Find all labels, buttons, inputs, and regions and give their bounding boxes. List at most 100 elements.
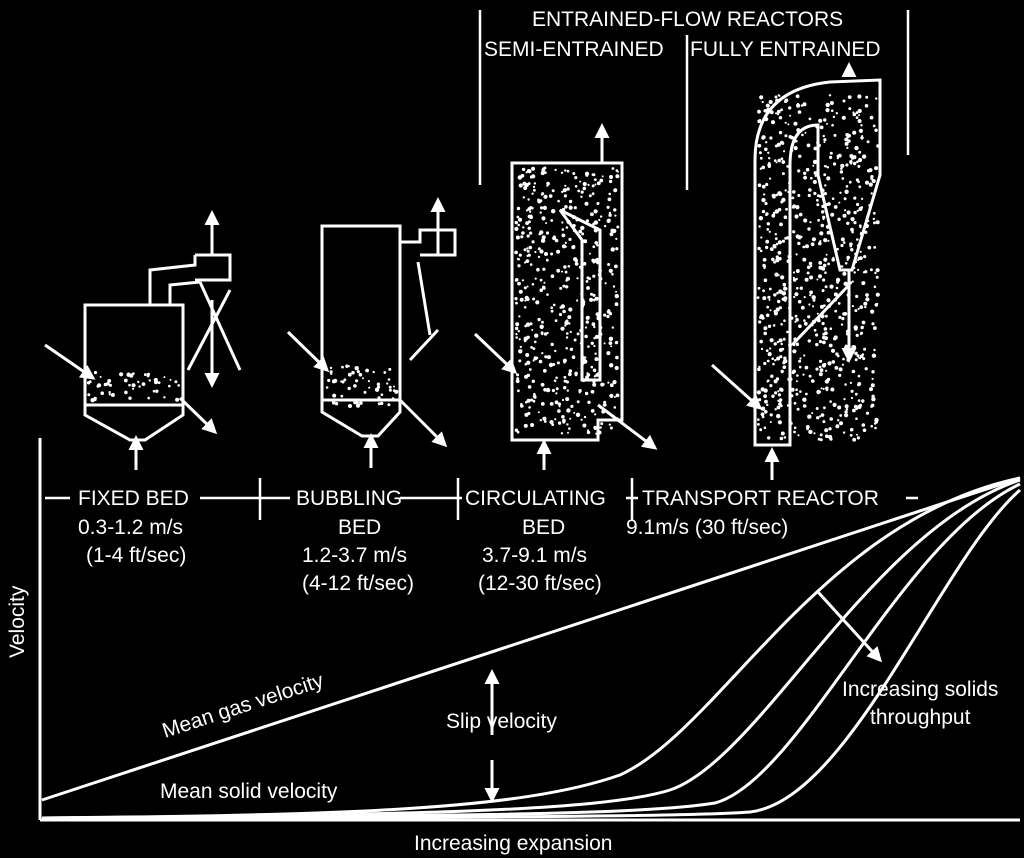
particle-dot: [777, 299, 781, 304]
particle-dot: [567, 431, 569, 434]
particle-dot: [865, 95, 869, 99]
particle-dot: [856, 209, 859, 212]
particle-dot: [866, 140, 870, 144]
particle-dot: [576, 400, 580, 404]
particle-dot: [854, 351, 858, 356]
particle-dot: [587, 400, 591, 404]
particle-dot: [855, 333, 859, 337]
circulating-bed-particles: [514, 166, 620, 435]
solid-velocity-curve-4: [41, 488, 1021, 820]
particle-dot: [802, 257, 807, 262]
particle-dot: [858, 150, 862, 154]
particle-dot: [542, 267, 546, 271]
particle-dot: [546, 293, 549, 296]
particle-dot: [766, 380, 769, 383]
particle-dot: [601, 409, 606, 414]
particle-dot: [811, 412, 814, 415]
particle-dot: [825, 434, 829, 439]
particle-dot: [582, 362, 585, 365]
particle-dot: [325, 386, 329, 389]
particle-dot: [571, 355, 576, 360]
particle-dot: [582, 186, 587, 191]
particle-dot: [775, 255, 779, 259]
particle-dot: [776, 356, 781, 361]
particle-dot: [861, 320, 866, 325]
particle-dot: [585, 219, 590, 223]
particle-dot: [345, 364, 349, 368]
particle-dot: [535, 300, 540, 305]
particle-dot: [548, 194, 553, 198]
particle-dot: [867, 245, 872, 250]
particle-dot: [598, 325, 603, 330]
particle-dot: [783, 436, 787, 439]
particle-dot: [525, 353, 530, 357]
particle-dot: [850, 248, 854, 252]
particle-dot: [827, 202, 831, 206]
particle-dot: [854, 392, 858, 396]
fixed-bed-speed: 0.3-1.2 m/s: [78, 516, 183, 539]
particle-dot: [797, 169, 801, 173]
particle-dot: [821, 321, 825, 326]
particle-dot: [796, 286, 799, 290]
particle-dot: [572, 245, 576, 248]
particle-dot: [807, 193, 811, 198]
particle-dot: [813, 191, 817, 196]
particle-dot: [599, 426, 602, 429]
particle-dot: [566, 219, 571, 224]
particle-dot: [830, 109, 834, 112]
particle-dot: [803, 319, 806, 322]
particle-dot: [774, 209, 780, 214]
particle-dot: [795, 205, 800, 210]
particle-dot: [789, 114, 792, 117]
particle-dot: [806, 143, 811, 148]
particle-dot: [798, 324, 802, 329]
particle-dot: [579, 328, 583, 333]
particle-dot: [582, 357, 586, 361]
particle-dot: [776, 405, 781, 410]
particle-dot: [387, 403, 391, 407]
particle-dot: [828, 427, 832, 431]
particle-dot: [516, 373, 520, 377]
particle-dot: [773, 311, 779, 316]
particle-dot: [528, 406, 531, 409]
particle-dot: [543, 420, 547, 423]
particle-dot: [578, 234, 581, 238]
particle-dot: [874, 426, 877, 430]
particle-dot: [595, 312, 600, 317]
particle-dot: [830, 387, 835, 392]
particle-dot: [568, 369, 573, 373]
particle-dot: [795, 253, 798, 256]
particle-dot: [826, 176, 831, 181]
particle-dot: [614, 365, 619, 371]
particle-dot: [836, 280, 840, 284]
particle-dot: [590, 409, 595, 413]
particle-dot: [844, 262, 848, 265]
particle-dot: [541, 192, 545, 196]
particle-dot: [785, 236, 790, 240]
particle-dot: [591, 258, 595, 263]
particle-dot: [569, 330, 572, 334]
particle-dot: [821, 289, 825, 292]
particle-dot: [843, 312, 848, 316]
particle-dot: [834, 366, 839, 370]
particle-dot: [813, 146, 818, 151]
particle-dot: [587, 345, 590, 348]
particle-dot: [757, 418, 760, 421]
particle-dot: [798, 359, 802, 363]
particle-dot: [560, 326, 565, 331]
particle-dot: [329, 370, 333, 374]
particle-dot: [537, 199, 542, 204]
particle-dot: [803, 321, 808, 326]
particle-dot: [527, 182, 531, 186]
particle-dot: [807, 339, 811, 343]
particle-dot: [859, 250, 862, 253]
particle-dot: [588, 252, 591, 255]
particle-dot: [824, 331, 828, 336]
particle-dot: [597, 430, 602, 435]
particle-dot: [769, 110, 774, 115]
particle-dot: [563, 379, 567, 383]
particle-dot: [828, 343, 833, 348]
particle-dot: [108, 391, 111, 394]
particle-dot: [836, 247, 839, 251]
particle-dot: [562, 284, 566, 288]
